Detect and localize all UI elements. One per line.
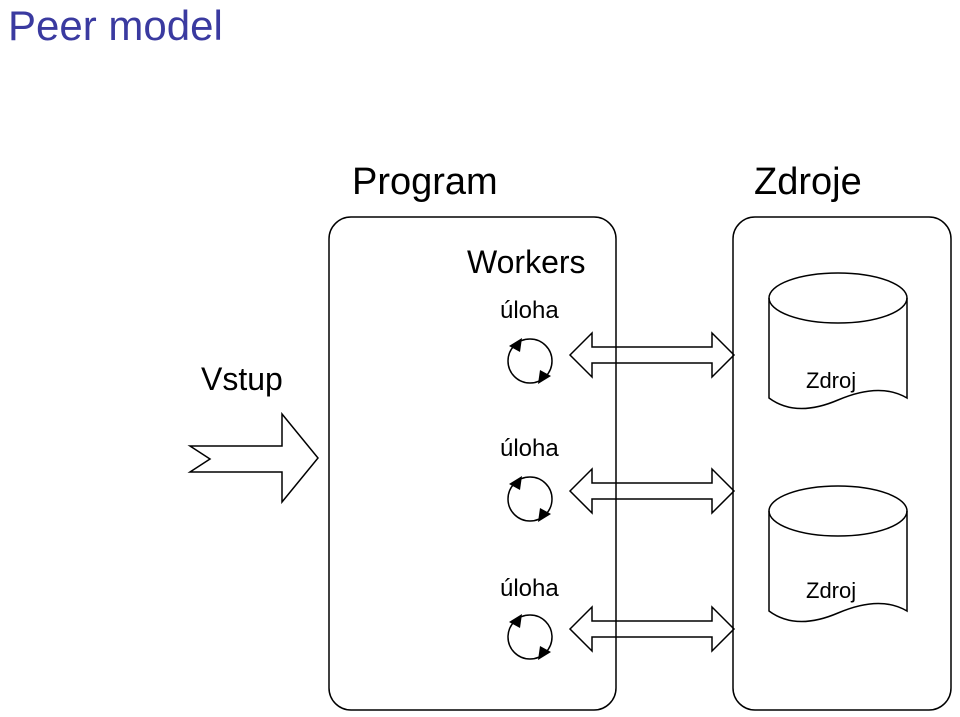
workers-label: Workers [467,244,586,280]
task-cycle-icon [507,338,553,384]
input-arrow [187,411,319,505]
task-resource-arrow [568,605,736,653]
program-box [328,216,617,711]
resources-heading: Zdroje [754,161,862,203]
task-label: úloha [500,435,559,462]
program-heading: Program [352,161,498,203]
resource-cylinder [768,272,908,410]
resource-label: Zdroj [806,368,856,393]
task-label: úloha [500,575,559,602]
resource-label: Zdroj [806,578,856,603]
page-title: Peer model [8,2,223,49]
task-cycle-icon [507,476,553,522]
task-label: úloha [500,297,559,324]
task-resource-arrow [568,331,736,379]
input-label: Vstup [201,361,283,397]
task-cycle-icon [507,614,553,660]
task-resource-arrow [568,467,736,515]
resource-cylinder [768,485,908,623]
resources-box [732,216,952,711]
